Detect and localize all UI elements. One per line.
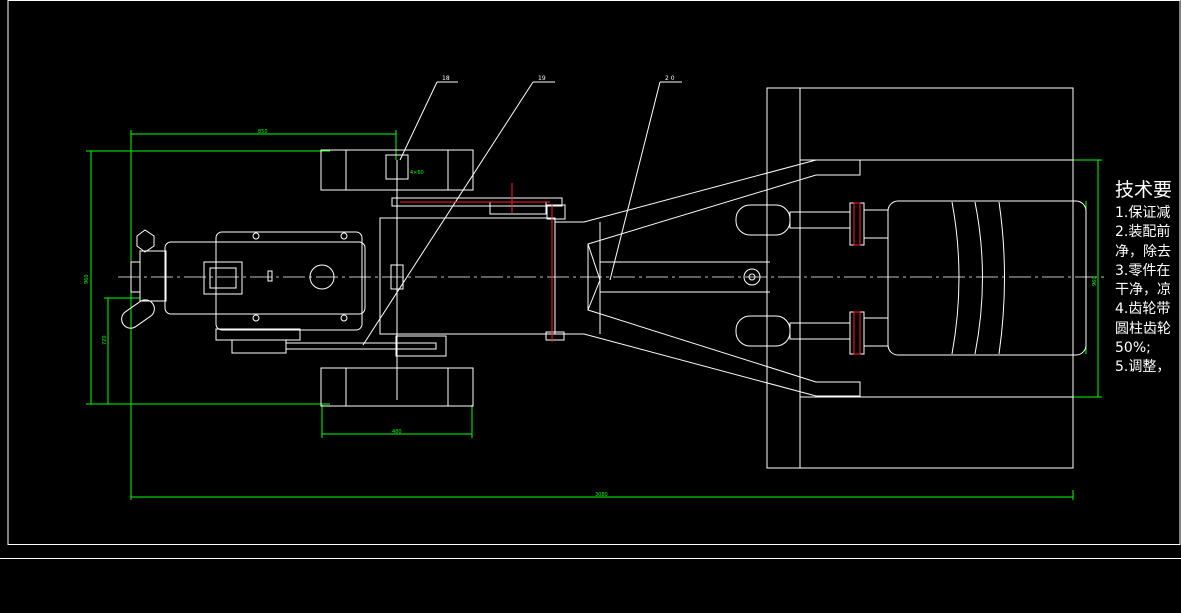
tech-line: 1.保证减: [1115, 205, 1171, 221]
dimension-texts: 850 960 720 480 3080 960 4×60: [84, 129, 1098, 498]
dim-tiny: 4×60: [410, 170, 424, 176]
tech-line: 4.齿轮带: [1115, 301, 1171, 318]
balloon-19: 19: [538, 75, 546, 82]
dim-top: 850: [258, 129, 268, 135]
tech-line: 干净，凉: [1115, 282, 1171, 299]
mechanism: [121, 81, 1087, 469]
tech-line: 5.调整，: [1115, 359, 1171, 376]
balloon-20: 2 0: [665, 75, 675, 82]
tech-line: 50%;: [1115, 340, 1151, 357]
tech-line: 2.装配前: [1115, 224, 1171, 241]
tech-line: 圆柱齿轮: [1115, 320, 1171, 337]
dim-wheel: 480: [392, 429, 402, 435]
tech-line: 3.零件在: [1115, 262, 1171, 279]
dim-left-inner: 720: [102, 335, 108, 345]
tech-line: 净，除去: [1115, 243, 1171, 260]
dim-right: 960: [1092, 276, 1098, 286]
balloon-18: 18: [442, 75, 450, 82]
technical-requirements: 技术要 1.保证减 2.装配前 净，除去 3.零件在 干净，凉 4.齿轮带 圆柱…: [1115, 176, 1181, 378]
highlight-marks: [400, 183, 861, 355]
dimension-lines: [86, 130, 1102, 500]
dim-left-outer: 960: [84, 274, 90, 284]
balloon-labels: 18 19 2 0: [442, 75, 675, 82]
technical-requirements-title: 技术要: [1115, 179, 1173, 201]
drawing-frame: [0, 0, 1181, 559]
dim-overall: 3080: [595, 492, 608, 498]
